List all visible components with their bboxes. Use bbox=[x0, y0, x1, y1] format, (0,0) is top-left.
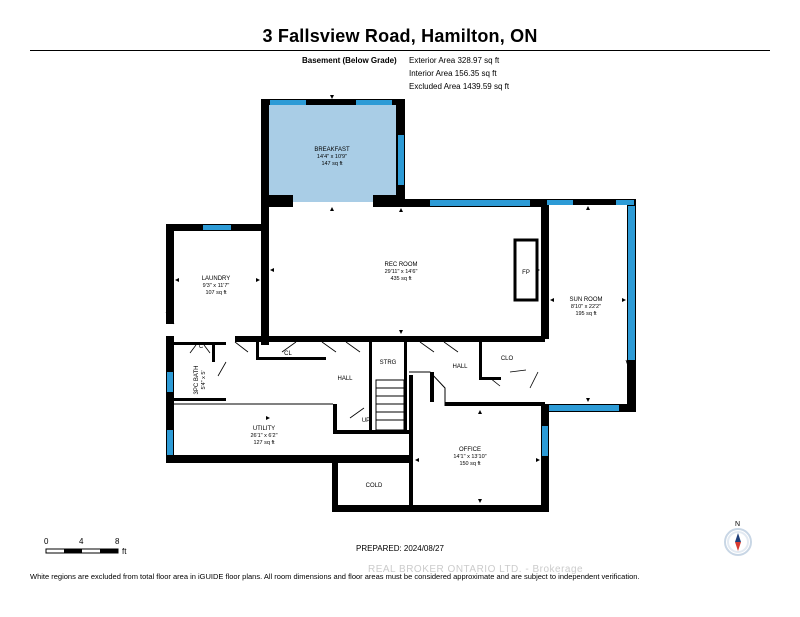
floor-name: Basement (Below Grade) bbox=[302, 56, 397, 65]
scale-tick-4: 4 bbox=[79, 537, 84, 546]
office-name: OFFICE bbox=[459, 447, 481, 453]
disclaimer-text: White regions are excluded from total fl… bbox=[30, 572, 640, 581]
rec-room-name: REC ROOM bbox=[385, 262, 418, 268]
interior-area: Interior Area 156.35 sq ft bbox=[409, 69, 497, 78]
utility-name: UTILITY bbox=[253, 426, 275, 432]
bath-name: 3PC BATH bbox=[194, 366, 200, 395]
sun-room-name: SUN ROOM bbox=[570, 297, 603, 303]
rec-room-area: 435 sq ft bbox=[390, 276, 412, 282]
laundry-dims: 9'3" x 11'7" bbox=[203, 283, 230, 289]
dimension-markers bbox=[175, 95, 626, 503]
breakfast-name: BREAKFAST bbox=[314, 147, 350, 153]
windows bbox=[167, 100, 635, 456]
prepared-date: PREPARED: 2024/08/27 bbox=[356, 544, 444, 553]
excluded-area: Excluded Area 1439.59 sq ft bbox=[409, 82, 510, 91]
breakfast-floor-fill bbox=[266, 104, 399, 202]
rec-room-dims: 29'11" x 14'6" bbox=[385, 269, 418, 275]
scale-tick-8: 8 bbox=[115, 537, 120, 546]
bath-dims: 5'4" x 5' bbox=[201, 370, 207, 389]
cold-room-label: COLD bbox=[366, 483, 383, 489]
utility-dims: 26'1" x 6'2" bbox=[250, 433, 277, 439]
stairs-up-label: UP bbox=[362, 418, 370, 424]
title-divider bbox=[30, 50, 770, 51]
sun-room-area: 195 sq ft bbox=[575, 311, 597, 317]
utility-area: 127 sq ft bbox=[253, 440, 275, 446]
hall-right-label: HALL bbox=[452, 364, 468, 370]
fireplace-label: FP bbox=[522, 270, 530, 276]
door-swings bbox=[165, 311, 633, 419]
breakfast-area: 147 sq ft bbox=[321, 161, 343, 167]
brokerage-watermark: REAL BROKER ONTARIO LTD. - Brokerage bbox=[368, 564, 584, 575]
storage-label: STRG bbox=[380, 360, 397, 366]
sun-room-dims: 8'10" x 22'2" bbox=[571, 304, 601, 310]
thin-walls bbox=[174, 371, 446, 431]
scale-bar bbox=[45, 548, 119, 554]
hall-left-label: HALL bbox=[337, 376, 353, 382]
laundry-area: 107 sq ft bbox=[205, 290, 227, 296]
plan-title: 3 Fallsview Road, Hamilton, ON bbox=[262, 26, 538, 46]
laundry-name: LAUNDRY bbox=[202, 276, 231, 282]
scale-unit: ft bbox=[122, 547, 127, 556]
closet-c-label: C bbox=[199, 344, 204, 350]
closet-cl-label: CL bbox=[284, 351, 292, 357]
breakfast-dims: 14'4" x 10'9" bbox=[317, 154, 347, 160]
scale-tick-0: 0 bbox=[44, 537, 49, 546]
office-area: 150 sq ft bbox=[459, 461, 481, 467]
compass-north-label: N bbox=[735, 521, 741, 528]
compass-icon bbox=[724, 528, 752, 556]
closet-clo-label: CLO bbox=[501, 356, 514, 362]
office-dims: 14'1" x 13'10" bbox=[453, 454, 486, 460]
exterior-area: Exterior Area 328.97 sq ft bbox=[409, 56, 500, 65]
